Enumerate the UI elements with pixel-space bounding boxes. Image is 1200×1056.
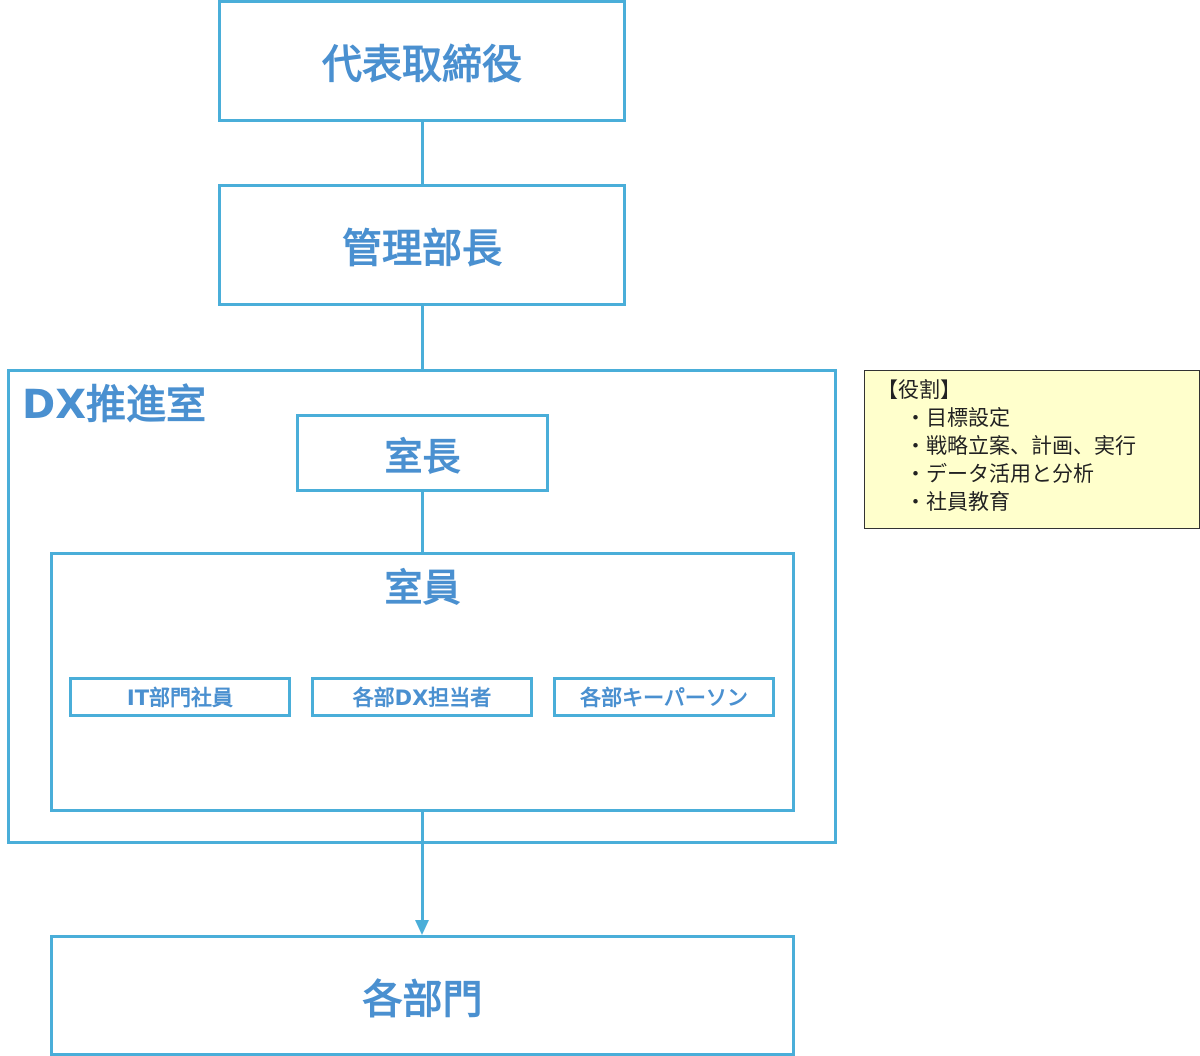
member-group-label: 各部DX担当者 — [352, 686, 492, 710]
role-item: ・データ活用と分析 — [905, 462, 1094, 486]
roles-note: 【役割】 ・目標設定 ・戦略立案、計画、実行 ・データ活用と分析 ・社員教育 — [864, 370, 1200, 529]
members-container — [50, 552, 795, 812]
role-item: ・社員教育 — [905, 490, 1010, 514]
member-group-label: IT部門社員 — [126, 686, 234, 710]
member-group-key-persons: 各部キーパーソン — [553, 677, 775, 717]
connector-manager-dx-office — [421, 306, 424, 369]
roles-heading: 【役割】 — [877, 378, 961, 402]
connector-members-departments — [421, 812, 424, 920]
members-title: 室員 — [384, 566, 461, 610]
member-group-dx-staff: 各部DX担当者 — [311, 677, 533, 717]
dx-office-container — [7, 369, 837, 844]
role-item: ・目標設定 — [905, 406, 1010, 430]
chief-box: 室長 — [296, 414, 549, 492]
admin-manager-box: 管理部長 — [218, 184, 626, 306]
connector-chief-members — [421, 492, 424, 552]
ceo-box: 代表取締役 — [218, 0, 626, 122]
connector-ceo-manager — [421, 122, 424, 184]
admin-manager-label: 管理部長 — [342, 226, 502, 272]
departments-label: 各部門 — [362, 976, 483, 1023]
member-group-it: IT部門社員 — [69, 677, 291, 717]
dx-office-title: DX推進室 — [22, 382, 207, 428]
role-item: ・戦略立案、計画、実行 — [905, 434, 1136, 458]
member-group-label: 各部キーパーソン — [580, 686, 748, 710]
departments-box: 各部門 — [50, 935, 795, 1056]
ceo-label: 代表取締役 — [322, 42, 522, 88]
chief-label: 室長 — [384, 434, 461, 479]
